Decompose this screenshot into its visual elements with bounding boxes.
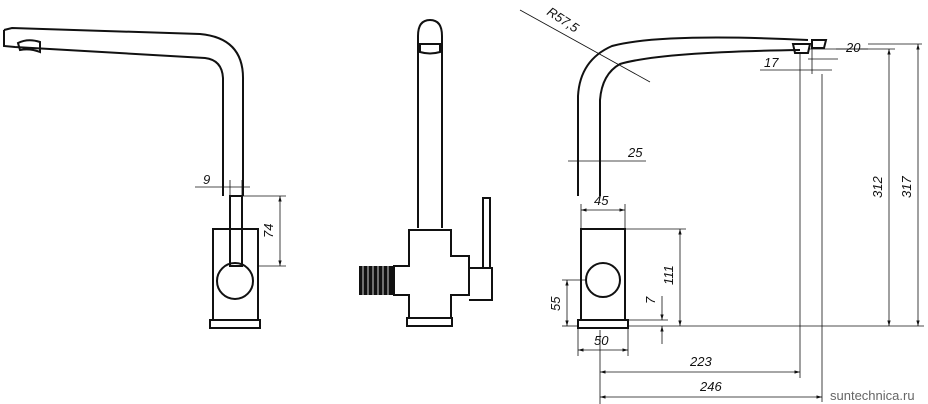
lever-bracket <box>469 267 493 301</box>
front-view <box>359 18 493 327</box>
dim-7: 7 <box>643 296 658 304</box>
base-plate <box>209 319 261 329</box>
dim-312: 312 <box>870 176 885 198</box>
dim-223: 223 <box>689 354 712 369</box>
spout-riser <box>417 18 443 228</box>
base-plate <box>577 319 629 329</box>
dim-25: 25 <box>627 145 643 160</box>
dim-20: 20 <box>845 40 861 55</box>
aerator <box>791 39 828 54</box>
spout-outline <box>3 26 245 196</box>
spout-outline <box>577 36 809 196</box>
side-view-right: R57,5 20 17 25 45 312 317 111 7 <box>519 4 924 404</box>
handle-knurl <box>362 266 389 295</box>
lever-stem <box>229 195 243 267</box>
base-plate <box>406 317 453 327</box>
aerator <box>16 39 41 54</box>
dim-246: 246 <box>699 379 722 394</box>
dim-74: 74 <box>261 224 276 238</box>
lever-cap <box>216 262 254 300</box>
dim-111: 111 <box>661 265 676 285</box>
dim-9: 9 <box>203 172 210 187</box>
watermark: suntechnica.ru <box>830 388 915 403</box>
dim-17: 17 <box>764 55 779 70</box>
spout-tip <box>419 43 441 55</box>
dim-45: 45 <box>594 193 609 208</box>
dim-317: 317 <box>899 176 914 198</box>
dim-50: 50 <box>594 333 609 348</box>
lever-cap <box>585 262 621 298</box>
dim-55: 55 <box>548 296 563 311</box>
dim-radius: R57,5 <box>544 4 582 36</box>
filter-handle <box>359 266 394 295</box>
side-view-left: 9 74 <box>3 26 286 329</box>
mixer-body <box>393 229 470 319</box>
mixer-lever <box>482 197 491 269</box>
